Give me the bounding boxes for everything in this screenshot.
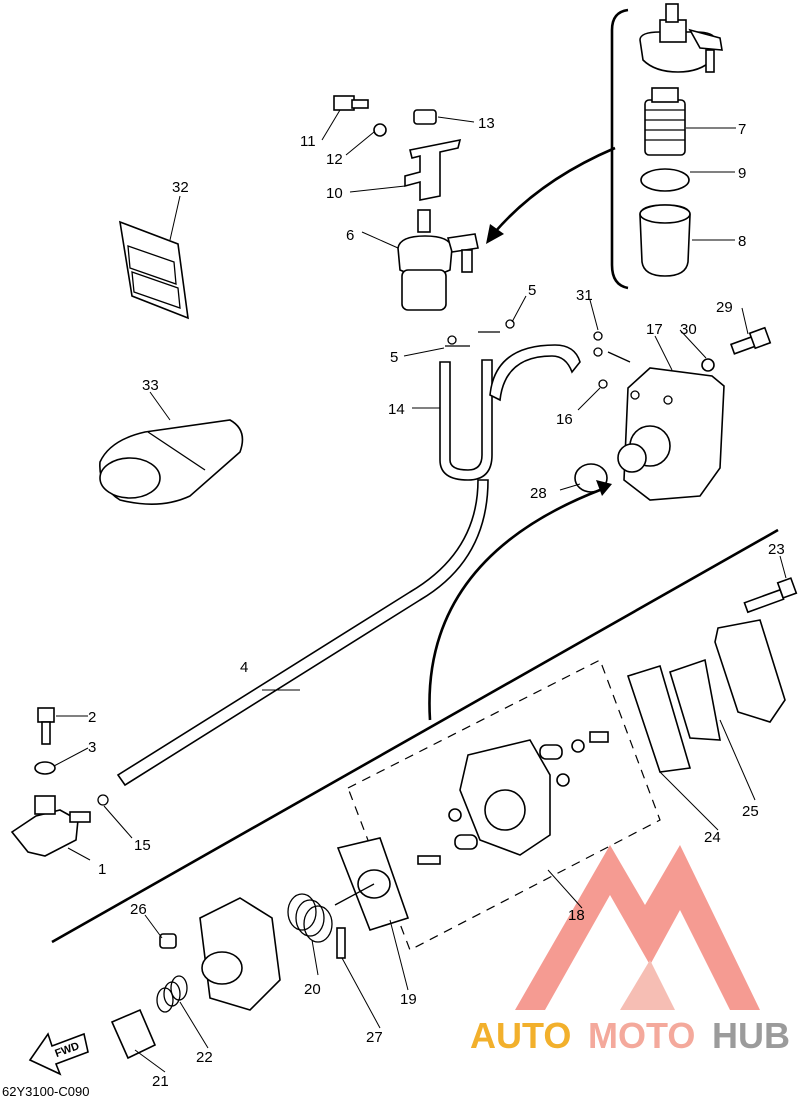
callout-6: 6 xyxy=(346,227,354,244)
callout-28: 28 xyxy=(530,485,547,502)
callout-1: 1 xyxy=(98,861,106,878)
part-bolt-23 xyxy=(743,577,798,614)
part-clips-31-16 xyxy=(593,331,631,389)
callout-33: 33 xyxy=(142,377,159,394)
part-fuel-pump-17 xyxy=(617,367,725,501)
part-cover-25 xyxy=(714,619,786,723)
kit-box-18 xyxy=(347,659,661,951)
callout-23: 23 xyxy=(768,541,785,558)
part-fuel-filter-6 xyxy=(397,209,479,311)
callout-7: 7 xyxy=(738,121,746,138)
callout-25: 25 xyxy=(742,803,759,820)
callout-26: 26 xyxy=(130,901,147,918)
part-fuel-filter-cap xyxy=(639,3,723,73)
part-pump-body-18 xyxy=(417,731,609,865)
part-clips-5 xyxy=(445,319,515,347)
callout-19: 19 xyxy=(400,991,417,1008)
part-filter-element xyxy=(644,87,686,156)
logo-triangle-outer xyxy=(515,845,760,1010)
callout-32: 32 xyxy=(172,179,189,196)
part-o-ring-9 xyxy=(640,168,690,192)
arrow-inset-to-filter xyxy=(494,146,616,233)
part-spring-22 xyxy=(156,975,188,1013)
callout-29: 29 xyxy=(716,299,733,316)
logo-triangle-inner xyxy=(620,960,675,1010)
part-washer-30 xyxy=(701,358,715,372)
part-clip-15 xyxy=(97,794,109,806)
part-cover-bracket xyxy=(669,658,721,741)
watermark-hub: HUB xyxy=(712,1015,790,1056)
arrow-pump-up xyxy=(428,488,601,721)
callout-4: 4 xyxy=(240,659,248,676)
callout-8: 8 xyxy=(738,233,746,250)
part-pump-cover xyxy=(199,897,281,1011)
callout-15: 15 xyxy=(134,837,151,854)
callout-2: 2 xyxy=(88,709,96,726)
callout-16: 16 xyxy=(556,411,573,428)
part-filter-cup xyxy=(639,204,691,277)
part-washer-12 xyxy=(373,123,387,137)
part-fitting-1 xyxy=(10,795,91,857)
part-gasket-32 xyxy=(118,220,189,320)
part-fuel-line-4 xyxy=(116,479,489,787)
part-spring-20 xyxy=(287,893,333,943)
part-diaphragm-19 xyxy=(334,837,410,931)
part-33 xyxy=(99,419,244,505)
watermark-auto: AUTO xyxy=(470,1015,571,1056)
callout-17: 17 xyxy=(646,321,663,338)
part-gasket-24 xyxy=(626,664,692,773)
callout-18: 18 xyxy=(568,907,585,924)
part-bolt-2 xyxy=(37,707,55,745)
inset-bracket xyxy=(610,8,629,290)
callout-labels: 1 2 3 4 5 5 6 7 8 9 10 11 12 13 14 15 16… xyxy=(88,115,785,1090)
callout-22: 22 xyxy=(196,1049,213,1066)
leader-lines xyxy=(53,109,787,1073)
mounting-line xyxy=(51,528,779,944)
callout-11: 11 xyxy=(300,133,316,150)
arrowhead-filter xyxy=(486,224,504,244)
callout-31: 31 xyxy=(576,287,593,304)
diagram-code: 62Y3100-C090 xyxy=(2,1084,89,1098)
arrowhead-pump xyxy=(596,480,612,496)
callout-13: 13 xyxy=(478,115,495,132)
callout-3: 3 xyxy=(88,739,96,756)
part-bolt-11 xyxy=(333,95,369,111)
part-bolt-29 xyxy=(729,326,772,355)
callout-27: 27 xyxy=(366,1029,383,1046)
part-plunger-21 xyxy=(110,1008,157,1060)
callout-5-upper: 5 xyxy=(528,282,536,299)
part-hose-14 xyxy=(439,344,581,481)
watermark-moto: MOTO xyxy=(588,1015,695,1056)
fwd-arrow-icon xyxy=(28,1032,89,1076)
callout-21: 21 xyxy=(152,1073,169,1090)
callout-30: 30 xyxy=(680,321,697,338)
watermark-logo xyxy=(515,845,760,1010)
callout-20: 20 xyxy=(304,981,321,998)
part-nut-26 xyxy=(159,933,177,949)
part-bracket-10 xyxy=(404,138,462,201)
part-washer-3 xyxy=(34,761,56,775)
callout-24: 24 xyxy=(704,829,721,846)
part-pin-27 xyxy=(336,927,346,959)
callout-9: 9 xyxy=(738,165,746,182)
callout-14: 14 xyxy=(388,401,405,418)
callout-12: 12 xyxy=(326,151,343,168)
callout-5-lower: 5 xyxy=(390,349,398,366)
part-nut-13 xyxy=(413,109,437,125)
callout-10: 10 xyxy=(326,185,343,202)
